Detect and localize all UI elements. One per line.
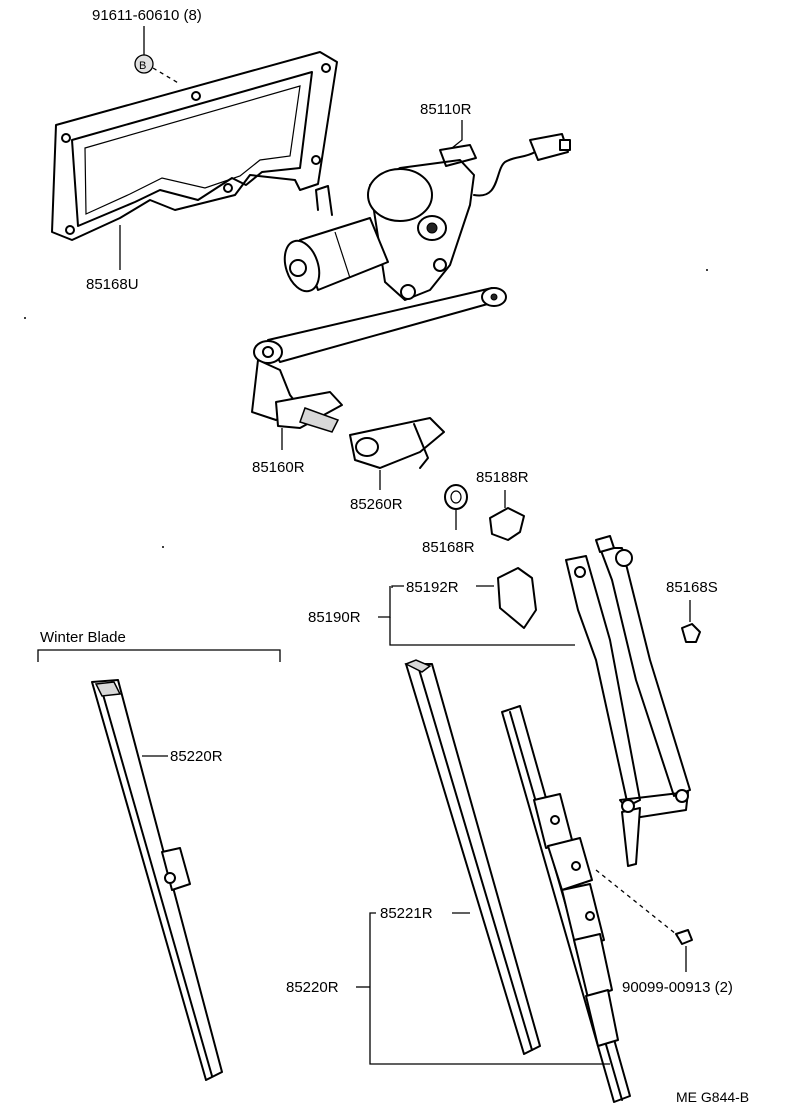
nut-85168s: 85168S bbox=[666, 579, 718, 643]
winter-blade-group: Winter Blade 85220R bbox=[37, 629, 281, 1081]
label-blade[interactable]: 85220R bbox=[286, 979, 339, 996]
label-arm-assy[interactable]: 85190R bbox=[308, 609, 361, 626]
label-nut-arm[interactable]: 85168S bbox=[666, 579, 718, 596]
cap-85188r: 85188R bbox=[476, 469, 529, 541]
label-cap-arm[interactable]: 85192R bbox=[406, 579, 459, 596]
label-winter-title[interactable]: Winter Blade bbox=[40, 629, 126, 646]
blade-rubber-85221r bbox=[404, 659, 541, 1055]
arm-85190r: 85192R 85190R bbox=[308, 535, 691, 867]
label-winter-blade[interactable]: 85220R bbox=[170, 748, 223, 765]
nut-85168r: 85168R bbox=[422, 484, 475, 556]
wiper-motor-85110r: 85110R bbox=[283, 101, 571, 301]
b-mark-icon bbox=[134, 54, 154, 74]
label-bracket[interactable]: 85260R bbox=[350, 496, 403, 513]
label-cap[interactable]: 85188R bbox=[476, 469, 529, 486]
label-gasket[interactable]: 85168U bbox=[86, 276, 139, 293]
label-motor[interactable]: 85110R bbox=[420, 101, 472, 118]
wiper-blade-85220r bbox=[501, 705, 631, 1103]
blade-callouts: 85221R 85220R bbox=[286, 905, 610, 1065]
label-screw-b[interactable]: 91611-60610 (8) bbox=[92, 7, 202, 24]
label-rubber[interactable]: 85221R bbox=[380, 905, 433, 922]
diagram-code: ME G844-B bbox=[676, 1089, 749, 1105]
bracket-85260r: 85260R bbox=[349, 417, 445, 513]
label-b-mark: B bbox=[139, 60, 146, 72]
label-nut-small[interactable]: 85168R bbox=[422, 539, 475, 556]
screw-90099: 90099-00913 (2) bbox=[595, 869, 733, 996]
label-screw-2[interactable]: 90099-00913 (2) bbox=[622, 979, 733, 996]
screw-b-callout: 91611-60610 (8) B bbox=[92, 7, 202, 85]
label-link[interactable]: 85160R bbox=[252, 459, 305, 476]
gasket-85168u: 85168U bbox=[51, 51, 338, 293]
link-85160r: 85160R bbox=[251, 287, 507, 476]
